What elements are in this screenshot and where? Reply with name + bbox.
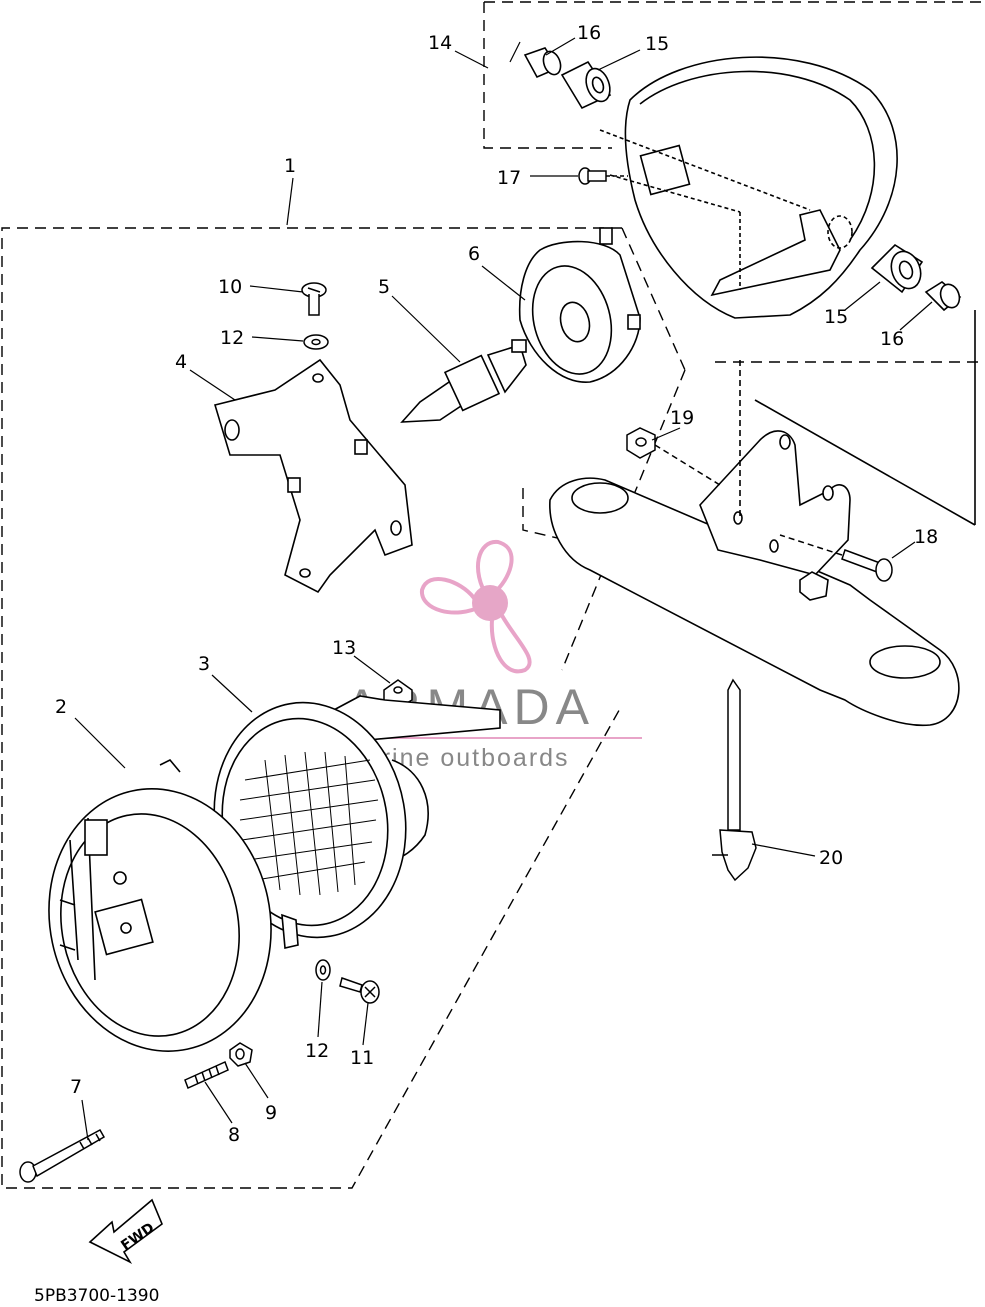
callout-19: 19 [670,407,694,429]
callout-18: 18 [914,526,938,548]
callout-10: 10 [218,276,242,298]
callout-16-side: 16 [880,328,904,350]
part-6-bulb-socket-cover [518,227,641,383]
part-10-screw [301,282,327,316]
callout-17: 17 [497,167,521,189]
part-2-rim [48,759,272,1052]
leader-lines [74,37,933,1141]
callout-4: 4 [175,351,187,373]
callout-7: 7 [70,1076,82,1098]
steering-crown-bracket [549,310,976,727]
propeller-logo-icon [420,539,532,674]
part-7-long-screw [19,1128,106,1183]
callout-3: 3 [198,653,210,675]
part-8-adjusting-screw [184,1060,229,1090]
callout-6: 6 [468,243,480,265]
part-15-grommet-side [870,243,924,294]
part-5-bulb [400,339,527,423]
part-15-grommet-top [560,60,612,110]
callout-16-top: 16 [577,22,601,44]
callout-8: 8 [228,1124,240,1146]
part-4-bracket [213,358,413,594]
part-12-washer-bottom [315,959,331,981]
callout-11: 11 [350,1047,374,1069]
callout-15-top: 15 [645,33,669,55]
part-19-nut [626,427,721,486]
callout-15-side: 15 [824,306,848,328]
part-9-nut [229,1042,253,1067]
callout-2: 2 [55,696,67,718]
part-11-screw [339,977,380,1004]
callout-9: 9 [265,1102,277,1124]
callout-14: 14 [428,32,452,54]
callout-12-top: 12 [220,327,244,349]
part-12-washer-top [303,334,329,350]
group-outline-housing [483,1,985,541]
diagram-code: 5PB3700-1390 [34,1286,159,1303]
part-18-bolt [779,534,893,582]
part-17-screw [578,167,628,185]
callouts: 1 2 3 4 5 6 7 8 9 10 11 12 12 13 14 15 1… [55,22,938,1146]
callout-20: 20 [819,847,843,869]
part-3-headlight-unit [213,695,501,949]
callout-12-bottom: 12 [305,1040,329,1062]
lens-grid [239,751,379,896]
part-16-collar-side [924,281,962,312]
part-16-collar-top [523,47,562,79]
callout-1: 1 [284,155,296,177]
part-14-headlight-housing [599,56,898,319]
callout-5: 5 [378,276,390,298]
callout-13: 13 [332,637,356,659]
fwd-arrow: FWD [88,1198,163,1264]
part-20-cable-tie [712,678,757,882]
